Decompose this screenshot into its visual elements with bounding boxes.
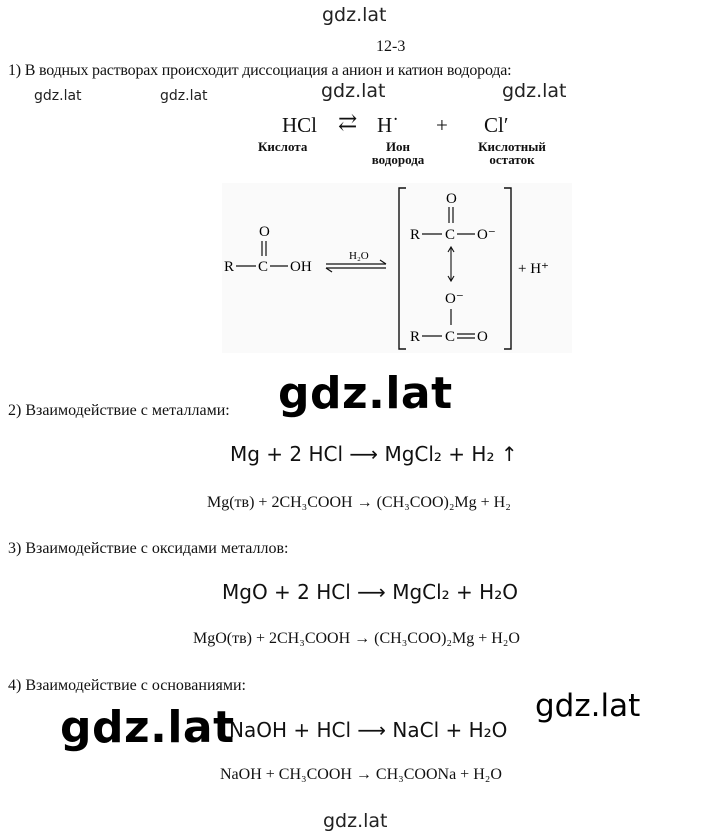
upper-r: R [410,227,420,243]
section-4-equation-1: NaOH + HCl ⟶ NaCl + H₂O [229,718,508,742]
ion-eq-mid: H˙ [377,113,400,137]
label-ion-2: водорода [371,152,425,167]
solvent-label: H₂O [349,250,369,262]
watermark-row-1: gdz.lat [34,88,82,104]
ion-eq-right: Cl′ [484,113,509,137]
watermark-bottom: gdz.lat [323,810,388,832]
watermark-big-left: gdz.lat [60,702,235,753]
section-4-equation-2: NaOH + CH₃COOH → CH₃COONa + H₂O [220,766,502,783]
lower-c: C [445,329,455,345]
ion-eq-plus: + [436,113,448,137]
section-2-equation-1: Mg + 2 HCl ⟶ MgCl₂ + H₂ ↑ [230,442,518,466]
watermark-top: gdz.lat [322,4,387,26]
upper-o-top: O [446,191,457,207]
ion-eq-left: HCl [282,113,318,137]
section-3-equation-1: MgO + 2 HCl ⟶ MgCl₂ + H₂O [222,580,518,604]
watermark-row-4: gdz.lat [502,80,567,102]
reactant-o: O [259,224,270,240]
carboxylic-acid-scheme: O R C OH H₂O O R C O⁻ O⁻ R C [222,183,572,353]
section-2-equation-2: Mg(тв) + 2CH₃COOH → (CH₃COO)₂Mg + H₂ [207,494,511,511]
watermark-row-2: gdz.lat [160,88,208,104]
label-residue-2: остаток [489,152,535,167]
upper-c: C [445,227,455,243]
watermark-big-center: gdz.lat [278,368,453,419]
label-ion-1: Ион [385,139,411,154]
product-h: + H⁺ [518,261,549,277]
section-3-equation-2: MgO(тв) + 2CH₃COOH → (CH₃COO)₂Mg + H₂O [193,630,520,647]
section-1-heading: 1) В водных растворах происходит диссоци… [8,62,512,79]
label-acid: Кислота [258,139,308,154]
section-3-heading: 3) Взаимодействие с оксидами металлов: [8,540,289,557]
task-number: 12-3 [376,38,406,55]
watermark-big-right: gdz.lat [531,688,645,724]
lower-r: R [410,329,420,345]
section-4-heading: 4) Взаимодействие с основаниями: [8,677,246,694]
reactant-r: R [224,259,234,275]
section-2-heading: 2) Взаимодействие с металлами: [8,402,230,419]
lower-o-top: O⁻ [445,291,464,307]
watermark-row-3: gdz.lat [321,80,386,102]
reactant-oh: OH [290,259,312,275]
reactant-c: C [258,259,268,275]
ion-eq-arrow: ⇄ [338,110,358,135]
label-residue-1: Кислотный [478,139,546,154]
upper-o-right: O⁻ [477,227,496,243]
lower-o-right: O [477,329,488,345]
